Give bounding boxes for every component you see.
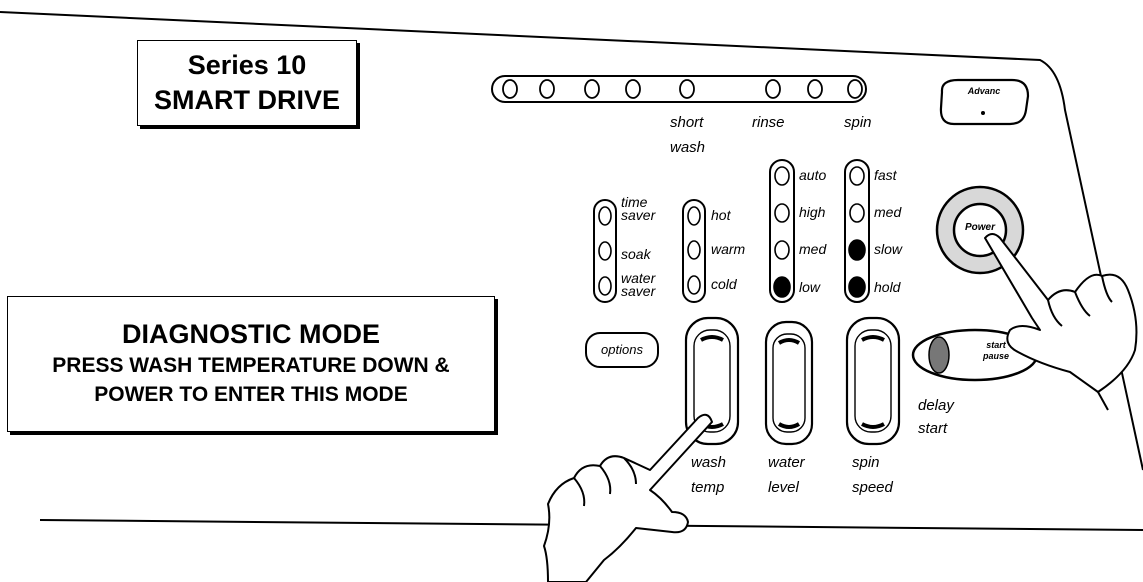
diagnostic-mode-box: DIAGNOSTIC MODE PRESS WASH TEMPERATURE D… [7,296,495,432]
diagnostic-instruction-line-2: POWER TO ENTER THIS MODE [94,383,408,406]
cycle-led-1 [502,79,518,99]
smart-drive-label: SMART DRIVE [153,85,340,115]
water-level-led-auto [774,166,790,186]
water-level-high-label: high [799,204,826,220]
options-led-soak [598,241,612,261]
water-level-med-label: med [799,241,827,257]
water-level-rocker-switch[interactable] [766,322,812,444]
options-led-time-saver [598,206,612,226]
options-button[interactable]: options [601,342,643,357]
spin-speed-led-hold [848,276,866,298]
water-level-rocker [764,320,814,446]
hand-pressing-power [984,233,1138,411]
series-title-box: Series 10 SMART DRIVE [137,40,357,126]
water-level-led-high [774,203,790,223]
spin-speed-slow-label: slow [874,241,903,257]
cycle-leds [502,79,863,99]
wash-temp-led-cold [687,275,701,295]
cycle-led-2 [539,79,555,99]
spin-speed-led-fast [849,166,865,186]
diagnostic-mode-title: DIAGNOSTIC MODE [121,319,380,349]
cycle-led-short-wash [679,79,695,99]
rinse-label: rinse [752,114,785,131]
short-wash-label: short wash [670,114,706,156]
water-level-low-label: low [799,279,821,295]
panel-outline [0,11,1143,471]
cycle-led-3 [584,79,600,99]
spin-speed-rocker-switch[interactable] [847,318,899,444]
spin-speed-led-med [849,203,865,223]
series-name: Series 10 [187,50,307,80]
spin-speed-led-slow [848,239,866,261]
advance-button-shape [939,78,1030,126]
wash-temp-led-warm [687,240,701,260]
cycle-led-rinse-1 [765,79,781,99]
wash-temp-rocker [684,316,740,446]
spin-speed-led-column [844,159,870,303]
water-level-led-low [773,276,791,298]
wash-temp-warm-label: warm [711,241,746,257]
wash-temp-cold-label: cold [711,276,737,292]
spin-label: spin [844,114,872,131]
options-led-water-saver [598,276,612,296]
spin-speed-med-label: med [874,204,902,220]
water-level-led-column [769,159,795,303]
wash-temp-rocker-switch[interactable] [686,318,738,444]
spin-speed-fast-label: fast [874,167,897,183]
cycle-led-spin [847,79,863,99]
advance-button[interactable]: Advanc [967,86,1001,96]
power-button[interactable]: Power [964,222,995,233]
option-soak-label: soak [621,246,651,262]
wash-temp-hot-label: hot [711,207,731,223]
start-pause-indicator [928,336,950,374]
spin-speed-hold-label: hold [874,279,901,295]
advance-dot [981,111,985,115]
diagnostic-instruction-line-1: PRESS WASH TEMPERATURE DOWN & [52,354,450,377]
cycle-led-rinse-2 [807,79,823,99]
water-level-auto-label: auto [799,167,827,183]
wash-temp-led-hot [687,206,701,226]
options-button-shape [585,332,659,368]
hand-pressing-wash-temp [543,413,713,582]
water-level-led-med [774,240,790,260]
cycle-led-4 [625,79,641,99]
spin-speed-rocker [845,316,901,446]
